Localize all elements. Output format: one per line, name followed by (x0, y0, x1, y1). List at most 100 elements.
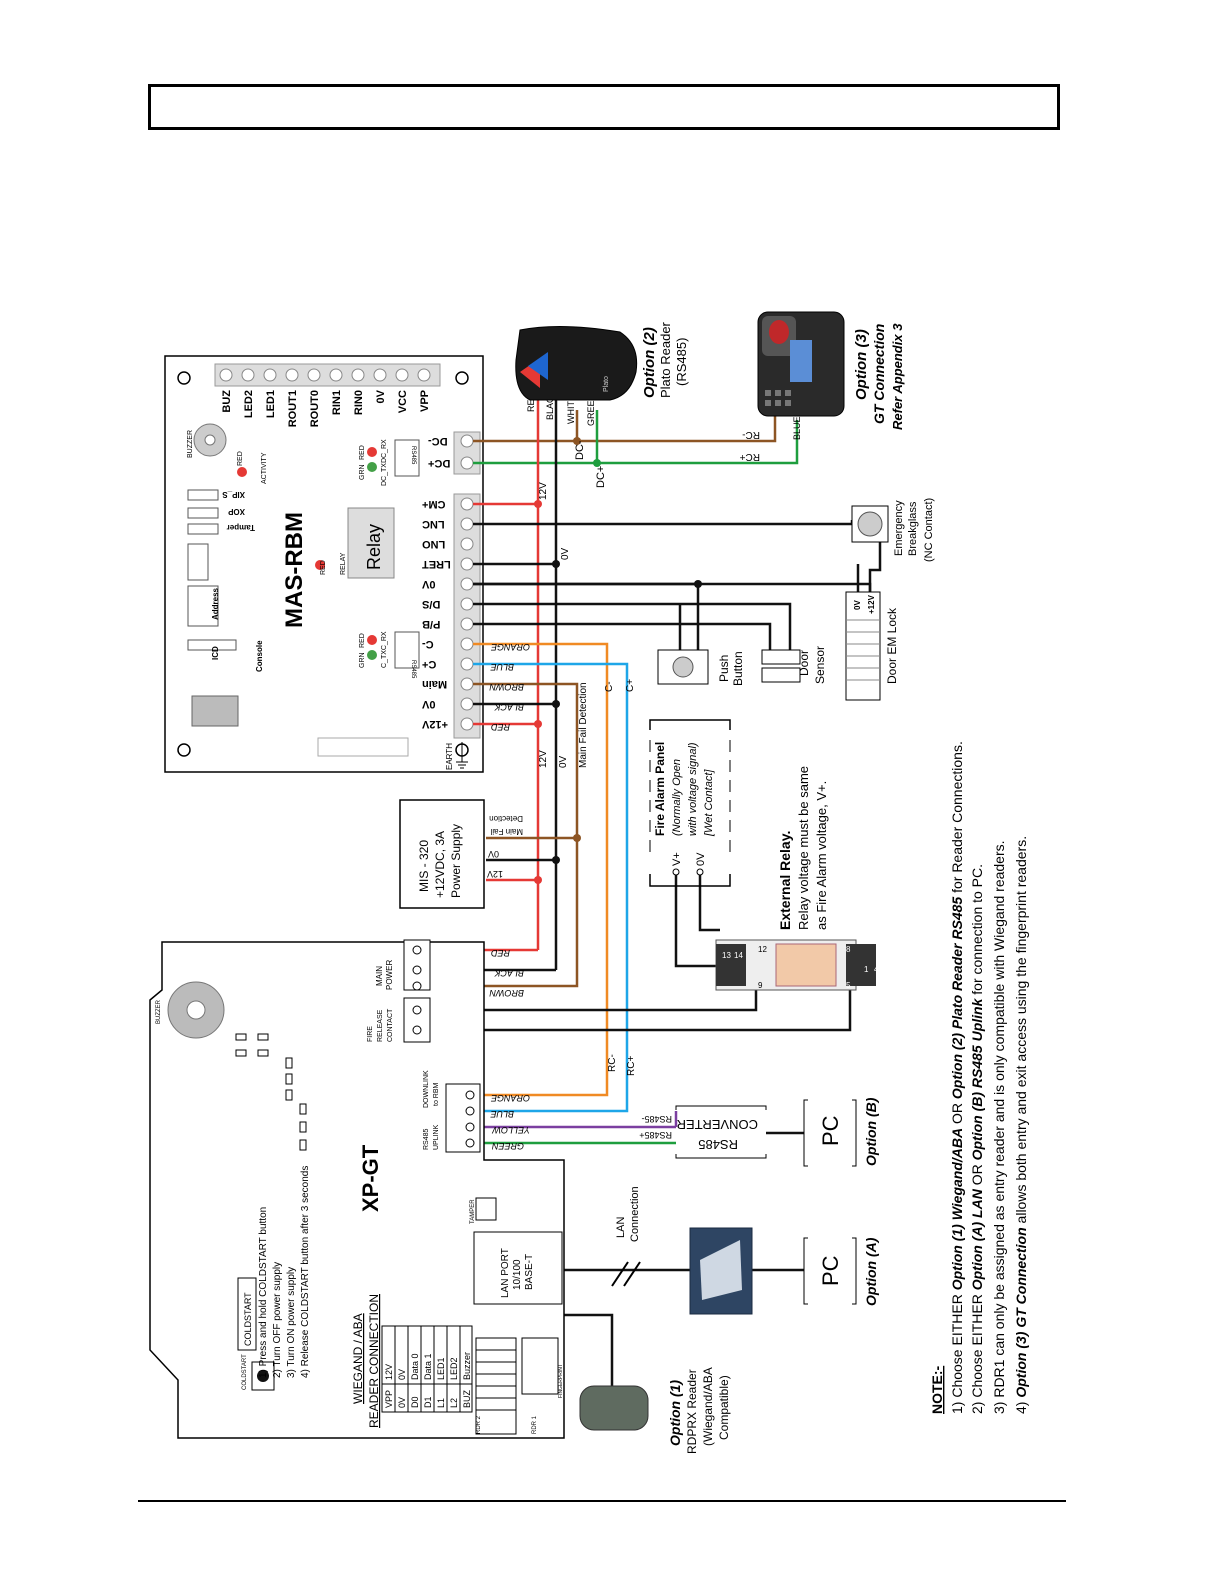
relay-pin: 8 (846, 945, 851, 954)
c-led-grn-label: GRN (359, 652, 366, 668)
wiegand-cell: 12V (384, 1364, 394, 1380)
lan-port[interactable] (473, 1231, 563, 1305)
plato-option: Option (2) (641, 327, 658, 398)
push-label: Button (731, 651, 745, 686)
relay-note: Relay voltage must be same (796, 766, 811, 930)
gt-option: Option (3) (853, 329, 870, 400)
plato-reader-icon (515, 325, 638, 401)
rbm-top-pin: VPP (419, 390, 431, 412)
main-power-label: POWER (385, 960, 394, 990)
rbm-right-pin: C- (422, 638, 434, 650)
rbm-top-pin: ROUT1 (287, 390, 299, 427)
uplink-label: UPLINK (433, 1124, 440, 1150)
rdr2-label: RDR 2 (476, 1415, 482, 1434)
wire-label: ORANGE (490, 1093, 530, 1103)
relay-pin: 5 (846, 981, 851, 990)
rbm-top-pin: VCC (397, 390, 409, 413)
rbm-right-pin: C+ (422, 658, 436, 670)
note-span: 1) Choose EITHER (949, 1290, 965, 1414)
psu-v0-label: 0V (488, 849, 499, 859)
push-button: Push Button (657, 649, 745, 686)
fire-vp: V+ (671, 852, 683, 866)
note-2: 2) Choose EITHER Option (A) LAN OR Optio… (969, 864, 985, 1414)
wire-label: BLACK (545, 390, 555, 420)
wiegand-title: WIEGAND / ABA (351, 1313, 365, 1404)
relay-pin: 14 (734, 951, 743, 960)
fire-label: with voltage signal) (687, 742, 699, 836)
notes-title: NOTE:- (929, 1365, 945, 1414)
c-red-led-icon (367, 635, 377, 645)
rdprx-label: RDPRX Reader (685, 1369, 699, 1454)
wire-label: RS485+ (639, 1130, 672, 1140)
coldstart-step: 3) Turn ON power supply (286, 1267, 297, 1378)
lan-label: Connection (629, 1186, 641, 1242)
psu-v12-label: 12V (487, 869, 503, 879)
wiegand-cell: 0V (397, 1369, 407, 1380)
lan-label: LAN (615, 1217, 627, 1238)
rbm-socket (317, 737, 409, 757)
note-3: 3) RDR1 can only be assigned as entry re… (991, 840, 1007, 1414)
rbm-right-pin: CM+ (422, 498, 446, 510)
rdprx-reader-icon (579, 1385, 649, 1431)
wire-label: RC- (607, 1054, 618, 1072)
wire-label: 0V (560, 547, 571, 560)
wire-label: RC- (742, 429, 760, 440)
fire-label: Fire Alarm Panel (653, 742, 667, 836)
rbm-right-pin: LNO (422, 538, 446, 550)
rs485-converter: RS485 CONVERTER (675, 1105, 767, 1159)
wire-label: 0V (558, 755, 569, 768)
activity-label: ACTIVITY (261, 452, 268, 484)
relay-box-label: Relay (364, 524, 384, 570)
psu-detect-label: Detection (489, 814, 523, 823)
wiegand-cell: Buzzer (462, 1352, 472, 1380)
wire-label: YELLOW (491, 1125, 530, 1135)
rbm-top-terminals (219, 368, 431, 382)
note-span: Option (B) RS485 Uplink (969, 997, 985, 1160)
mas-rbm-board: BUZ LED2 LED1 ROUT1 ROUT0 RIN1 RIN0 0V V… (164, 355, 484, 773)
fingerprint-label: FINGERPRINT (558, 1364, 564, 1398)
note-span: OR (949, 1099, 965, 1128)
wire-labels: RED BLACK WHITE GREEN DC- DC+ 12V 0V RC-… (489, 373, 802, 1151)
note-span: allows both entry and exit access using … (1013, 836, 1029, 1227)
rbm-right-pin: +12V (421, 718, 448, 730)
door-sensor: Door Sensor (761, 646, 827, 684)
wire-label: BLUE (489, 1109, 514, 1119)
activity-led-icon (237, 467, 247, 477)
c-rs485-label: RS485 (410, 660, 416, 679)
wiegand-cell: BUZ (462, 1389, 472, 1408)
fire-v0: 0V (695, 852, 707, 866)
relay-pin: 12 (758, 945, 767, 954)
relay-pin: 13 (722, 951, 731, 960)
wiegand-title: READER CONNECTION (367, 1294, 381, 1428)
fire-alarm-panel: Fire Alarm Panel (Normally Open with vol… (649, 719, 731, 887)
relay-pin: 1 (864, 965, 869, 974)
wire-label: BLUE (792, 416, 802, 440)
coldstart-step: 4) Release COLDSTART button after 3 seco… (300, 1166, 311, 1378)
rbm-top-pin: RIN1 (331, 390, 343, 415)
rbm-right-pin: LNC (422, 518, 445, 530)
pc-b-option: Option (B) (863, 1097, 879, 1166)
downlink-label: DOWNLINK (423, 1070, 430, 1108)
lan-port-label: LAN PORT (500, 1248, 511, 1298)
wire-label: RED (490, 948, 510, 958)
wire-label: RS485- (641, 1114, 672, 1124)
activity-led-red-label: RED (237, 451, 244, 466)
wire-label: GREEN (586, 394, 596, 426)
note-span: OR (969, 1160, 985, 1189)
wiegand-cell: L2 (449, 1398, 459, 1408)
note-span: Option (2) Plato Reader RS485 (949, 897, 965, 1099)
breakglass-label: Emergency (893, 500, 905, 556)
psu-label: +12VDC, 3A (433, 831, 447, 898)
note-span: Option (3) GT Connection (1013, 1227, 1029, 1397)
rbm-right-pin: D/S (422, 598, 440, 610)
note-span: for connection to PC. (969, 864, 985, 999)
rbm-relay (347, 507, 395, 579)
coldstart-label: COLDSTART (243, 1292, 253, 1346)
tamper-switch (475, 1197, 497, 1221)
gt-reader: Option (3) GT Connection Refer Appendix … (757, 311, 905, 430)
fire-contact-label: CONTACT (387, 1008, 394, 1042)
note-span: for Reader Connections. (949, 741, 965, 897)
xp-tamper-label: TAMPER (470, 1199, 476, 1224)
psu-label: MIS - 320 (417, 840, 431, 892)
gt-label: Refer Appendix 3 (890, 323, 905, 430)
